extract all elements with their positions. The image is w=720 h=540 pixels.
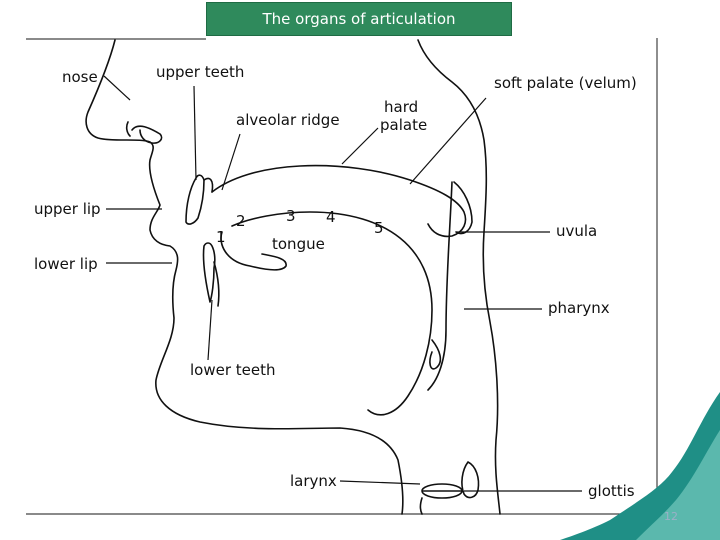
label-hard-palate-2: palate [380,116,427,134]
lower-teeth-pointer [207,299,213,361]
nostril [131,125,163,144]
trachea-line [419,497,423,515]
label-uvula: uvula [556,222,597,240]
slide-title-text: The organs of articulation [262,10,456,28]
label-nose: nose [62,68,98,86]
label-soft-palate: soft palate (velum) [494,74,637,92]
label-alveolar-ridge: alveolar ridge [236,111,340,129]
label-upper-teeth: upper teeth [156,63,244,81]
larynx-tube [461,461,480,499]
number-2: 2 [236,212,246,230]
nose-wing [125,121,131,137]
label-larynx: larynx [290,472,337,490]
number-4: 4 [326,208,336,226]
label-tongue: tongue [272,235,325,253]
number-1: 1 [216,228,226,246]
label-pharynx: pharynx [548,299,610,317]
label-lower-lip: lower lip [34,255,98,273]
pharynx-front [427,181,453,391]
upper-teeth-back [203,177,214,193]
soft-palate-pointer [409,97,487,185]
upper-teeth-shape [185,174,205,225]
slide-title: The organs of articulation [206,2,512,36]
lower-teeth-shape [202,242,216,303]
page-number: 12 [664,510,678,523]
number-5: 5 [374,219,384,237]
face-profile-outline [85,39,404,515]
label-hard-palate-1: hard [384,98,418,116]
larynx-pointer [339,480,421,485]
hard-palate-pointer [341,127,379,165]
lower-teeth-root [213,261,220,307]
label-glottis: glottis [588,482,635,500]
number-3: 3 [286,207,296,225]
corner-accent-light [636,430,720,540]
label-lower-teeth: lower teeth [190,361,276,379]
epiglottis [429,339,442,370]
palate-contour [211,164,467,238]
label-upper-lip: upper lip [34,200,101,218]
uvula-shape [453,181,473,235]
alveolar-ridge-pointer [221,133,241,191]
nose-pointer [103,75,131,101]
nasal-cavity-wall [417,39,501,515]
upper-teeth-pointer [193,85,197,181]
tongue-tip [220,231,287,271]
tongue-shape [231,211,433,416]
